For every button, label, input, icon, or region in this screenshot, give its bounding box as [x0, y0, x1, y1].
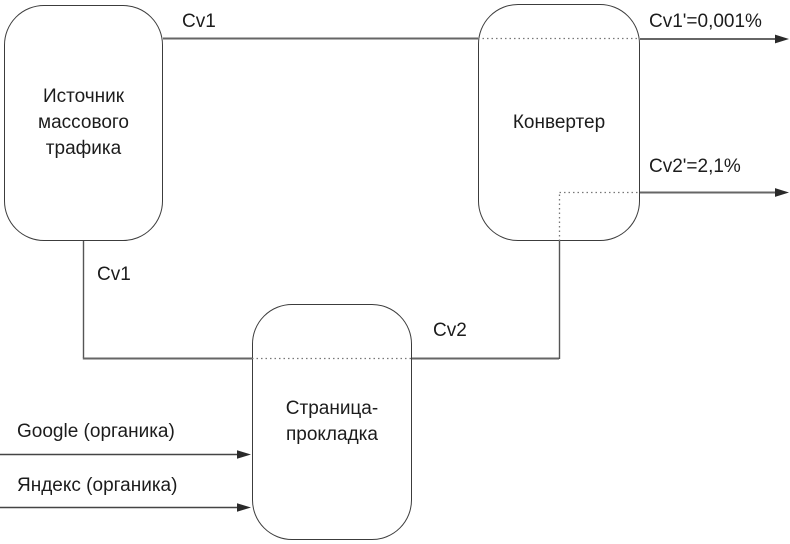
- node-converter-label: Конвертер: [512, 111, 606, 133]
- node-traffic-source-label-line3: трафика: [45, 138, 122, 159]
- edge-label-cv2-conversion: Cv2'=2,1%: [649, 156, 741, 177]
- arrowhead-yandex-organic-icon: [237, 503, 251, 512]
- arrowhead-google-organic-icon: [237, 450, 251, 459]
- node-doorway-page-label-line1: Страница-: [285, 398, 379, 419]
- node-doorway-page-label-line2: прокладка: [285, 424, 378, 445]
- edge-label-cv1-top: Cv1: [182, 11, 216, 32]
- edge-label-cv2: Cv2: [433, 320, 467, 341]
- node-doorway-page: Страница- прокладка: [252, 304, 412, 540]
- edge-label-yandex-organic: Яндекс (органика): [17, 475, 178, 496]
- node-doorway-page-label: Страница- прокладка: [286, 396, 378, 448]
- node-converter: Конвертер: [478, 4, 640, 241]
- edge-label-google-organic: Google (органика): [17, 421, 175, 442]
- edge-label-cv1-conversion: Cv1'=0,001%: [649, 11, 762, 32]
- edge-label-cv1-down: Cv1: [97, 264, 131, 285]
- node-traffic-source-label-line2: массового: [38, 112, 129, 133]
- node-traffic-source: Источник массового трафика: [4, 5, 163, 241]
- arrowhead-cv1-output-icon: [775, 34, 789, 44]
- arrowhead-cv2-output-icon: [775, 188, 789, 197]
- node-traffic-source-label: Источник массового трафика: [38, 84, 129, 162]
- node-traffic-source-label-line1: Источник: [42, 86, 125, 107]
